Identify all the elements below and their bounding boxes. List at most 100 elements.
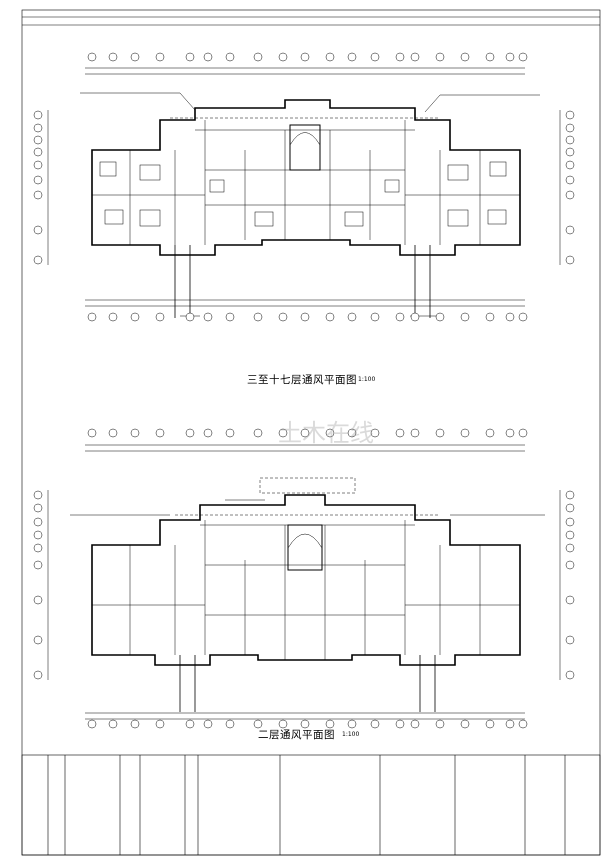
grid-bubble	[565, 190, 575, 200]
grid-bubble	[130, 312, 140, 322]
grid-bubble	[185, 312, 195, 322]
grid-bubble	[278, 52, 288, 62]
grid-bubble	[33, 135, 43, 145]
grid-bubble	[370, 719, 380, 729]
grid-bubble	[203, 428, 213, 438]
grid-bubble	[33, 255, 43, 265]
grid-bubble	[505, 312, 515, 322]
grid-bubble	[33, 503, 43, 513]
grid-bubble	[33, 110, 43, 120]
grid-bubble	[155, 428, 165, 438]
grid-bubble	[130, 428, 140, 438]
grid-bubble	[565, 530, 575, 540]
grid-bubble	[410, 312, 420, 322]
grid-bubble	[565, 595, 575, 605]
lower-floor-plan	[47, 444, 561, 720]
grid-bubble	[347, 428, 357, 438]
grid-bubble	[565, 517, 575, 527]
grid-bubble	[300, 719, 310, 729]
grid-bubble	[33, 225, 43, 235]
grid-bubble	[565, 543, 575, 553]
grid-bubble	[460, 52, 470, 62]
grid-bubble	[435, 719, 445, 729]
grid-bubble	[518, 719, 528, 729]
lower-plan-title: 二层通风平面图	[258, 729, 335, 741]
grid-bubble	[395, 719, 405, 729]
grid-bubble	[185, 719, 195, 729]
grid-bubble	[565, 560, 575, 570]
grid-bubble	[87, 428, 97, 438]
grid-bubble	[435, 428, 445, 438]
grid-bubble	[33, 530, 43, 540]
grid-bubble	[395, 312, 405, 322]
grid-bubble	[565, 147, 575, 157]
title-block	[21, 754, 601, 856]
grid-bubble	[565, 135, 575, 145]
grid-bubble	[108, 428, 118, 438]
grid-bubble	[33, 517, 43, 527]
grid-bubble	[347, 52, 357, 62]
grid-bubble	[518, 52, 528, 62]
grid-bubble	[203, 719, 213, 729]
grid-bubble	[185, 52, 195, 62]
grid-bubble	[33, 123, 43, 133]
grid-bubble	[225, 312, 235, 322]
upper-plan-scale: 1:100	[358, 376, 376, 383]
grid-bubble	[155, 52, 165, 62]
grid-bubble	[108, 52, 118, 62]
grid-bubble	[518, 428, 528, 438]
grid-bubble	[87, 719, 97, 729]
grid-bubble	[300, 52, 310, 62]
grid-bubble	[130, 52, 140, 62]
grid-bubble	[505, 719, 515, 729]
grid-bubble	[565, 160, 575, 170]
grid-bubble	[108, 719, 118, 729]
grid-bubble	[278, 312, 288, 322]
grid-bubble	[347, 312, 357, 322]
grid-bubble	[410, 719, 420, 729]
grid-bubble	[565, 225, 575, 235]
grid-bubble	[203, 52, 213, 62]
grid-bubble	[460, 312, 470, 322]
grid-bubble	[460, 719, 470, 729]
grid-bubble	[33, 147, 43, 157]
grid-bubble	[253, 428, 263, 438]
grid-bubble	[370, 52, 380, 62]
grid-bubble	[325, 52, 335, 62]
grid-bubble	[300, 312, 310, 322]
grid-bubble	[410, 52, 420, 62]
grid-bubble	[565, 503, 575, 513]
grid-bubble	[130, 719, 140, 729]
grid-bubble	[33, 543, 43, 553]
grid-bubble	[225, 428, 235, 438]
grid-bubble	[505, 428, 515, 438]
grid-bubble	[485, 719, 495, 729]
grid-bubble	[87, 312, 97, 322]
grid-bubble	[33, 160, 43, 170]
grid-bubble	[565, 255, 575, 265]
grid-bubble	[33, 670, 43, 680]
lower-plan-scale: 1:100	[342, 731, 360, 738]
grid-bubble	[33, 560, 43, 570]
grid-bubble	[278, 719, 288, 729]
grid-bubble	[155, 312, 165, 322]
grid-bubble	[565, 490, 575, 500]
grid-bubble	[485, 312, 495, 322]
grid-bubble	[33, 635, 43, 645]
grid-bubble	[278, 428, 288, 438]
grid-bubble	[395, 52, 405, 62]
grid-bubble	[33, 190, 43, 200]
grid-bubble	[185, 428, 195, 438]
grid-bubble	[108, 312, 118, 322]
grid-bubble	[325, 428, 335, 438]
grid-bubble	[253, 312, 263, 322]
grid-bubble	[518, 312, 528, 322]
grid-bubble	[253, 719, 263, 729]
grid-bubble	[87, 52, 97, 62]
grid-bubble	[33, 175, 43, 185]
grid-bubble	[485, 428, 495, 438]
grid-bubble	[347, 719, 357, 729]
grid-bubble	[395, 428, 405, 438]
